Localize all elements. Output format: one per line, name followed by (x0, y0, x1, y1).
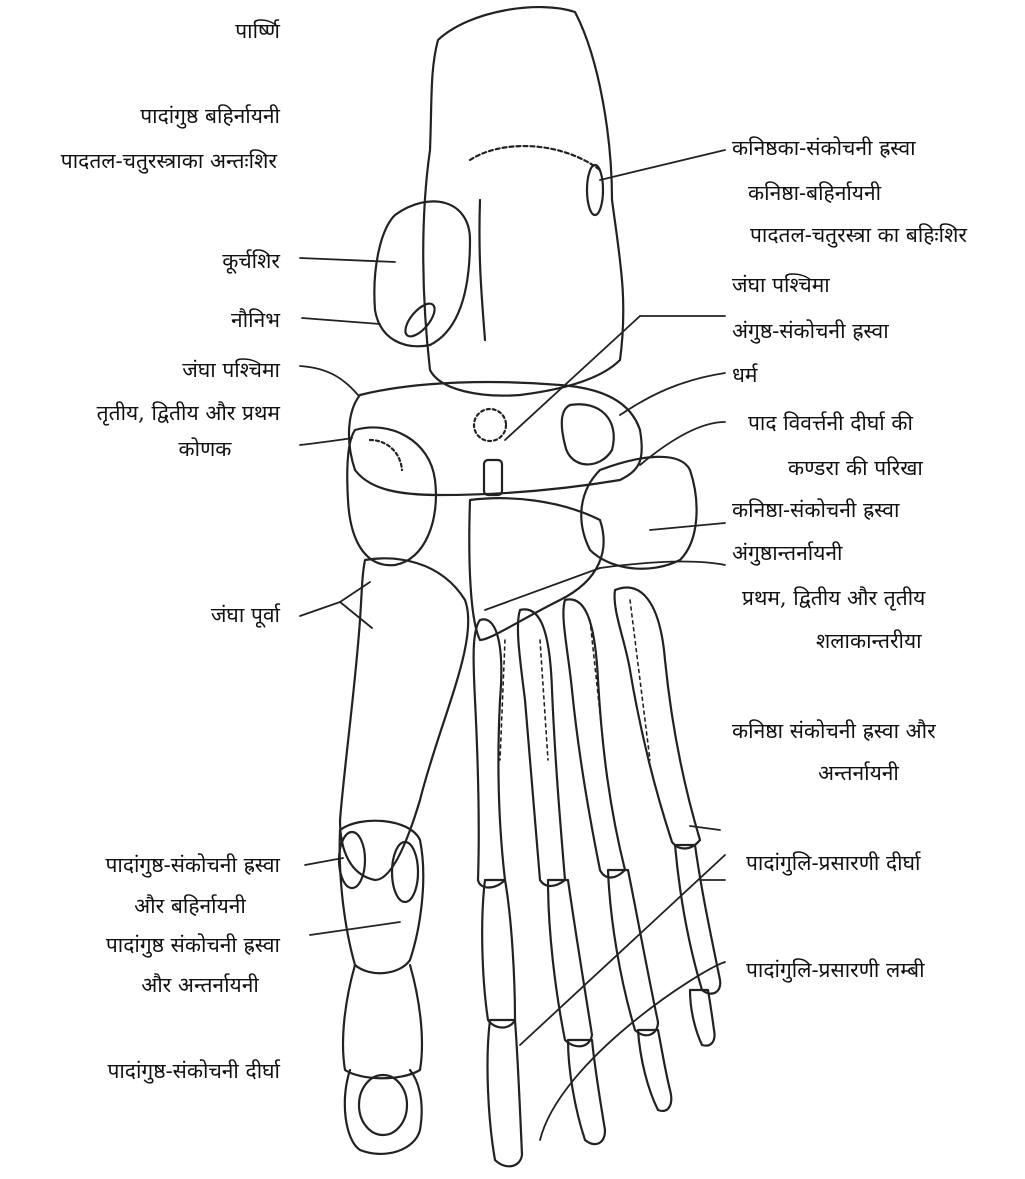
label-tibialis-anterior: जंघा पूर्वा (211, 602, 280, 628)
label-extensor-digitorum-longus: पादांगुलि-प्रसारणी लम्बी (746, 957, 925, 983)
label-flexor-hallucis-brevis-right: अंगुष्ठ-संकोचनी ह्रस्वा (732, 318, 889, 344)
metatarsal-3 (518, 609, 565, 886)
label-flexor-digiti-minimi-brevis-mid: कनिष्ठा-संकोचनी ह्रस्वा (732, 497, 899, 523)
label-flexor-digiti-minimi-adductor: कनिष्ठा संकोचनी ह्रस्वा और (732, 718, 936, 744)
label-peroneus-longus-groove: पाद विवर्त्तनी दीर्घा की (748, 410, 913, 436)
label-interossei: प्रथम, द्वितीय और तृतीय (742, 585, 925, 611)
label-abductor-hallucis: पादांगुष्ठ बहिर्नायनी (140, 103, 280, 129)
tarsal-bones (349, 382, 642, 495)
label-flexor-hallucis-brevis-adductor-2: और अन्तर्नायनी (100, 972, 300, 998)
label-flexor-hallucis-longus: पादांगुष्ठ-संकोचनी दीर्घा (107, 1058, 280, 1084)
metatarsal-5 (615, 588, 700, 849)
label-flexor-digiti-minimi-brevis-top: कनिष्ठका-संकोचनी ह्रस्वा (732, 135, 916, 161)
label-quadratus-plantae-lateral: पादतल-चतुरस्त्रा का बहिःशिर (750, 222, 967, 248)
label-calcaneus: पार्ष्णि (235, 18, 280, 44)
label-navicular: नौनिभ (231, 307, 280, 333)
label-cuneiforms-2: कोणक (150, 436, 260, 462)
label-adductor-hallucis: अंगुष्ठान्तर्नायनी (732, 540, 842, 566)
calcaneus-bone (423, 7, 623, 396)
label-cuneiforms: तृतीय, द्वितीय और प्रथम (97, 400, 280, 426)
label-flexor-hallucis-brevis-adductor: पादांगुष्ठ संकोचनी ह्रस्वा (106, 932, 280, 958)
label-flexor-hallucis-brevis-abductor-2: और बहिर्नायनी (100, 893, 280, 919)
label-ligament: धर्म (732, 362, 757, 388)
label-abductor-digiti-minimi: कनिष्ठा-बहिर्नायनी (748, 180, 881, 206)
first-metatarsal (340, 558, 468, 880)
label-talus-head: कूर्चशिर (222, 248, 280, 274)
label-flexor-hallucis-brevis-abductor: पादांगुष्ठ-संकोचनी ह्रस्वा (105, 852, 280, 878)
label-quadratus-plantae-medial: पादतल-चतुरस्त्राका अन्तःशिर (61, 148, 277, 174)
label-extensor-digitorum-brevis: पादांगुलि-प्रसारणी दीर्घा (746, 850, 920, 876)
metatarsal-4 (563, 599, 625, 877)
label-peroneus-longus-groove-2: कण्डरा की परिखा (788, 455, 923, 481)
label-tibialis-posterior-left: जंघा पश्चिमा (182, 357, 280, 383)
label-tibialis-posterior-right: जंघा पश्चिमा (732, 272, 830, 298)
label-flexor-digiti-minimi-adductor-2: अन्तर्नायनी (818, 760, 899, 786)
label-interossei-2: शलाकान्तरीया (816, 628, 922, 654)
